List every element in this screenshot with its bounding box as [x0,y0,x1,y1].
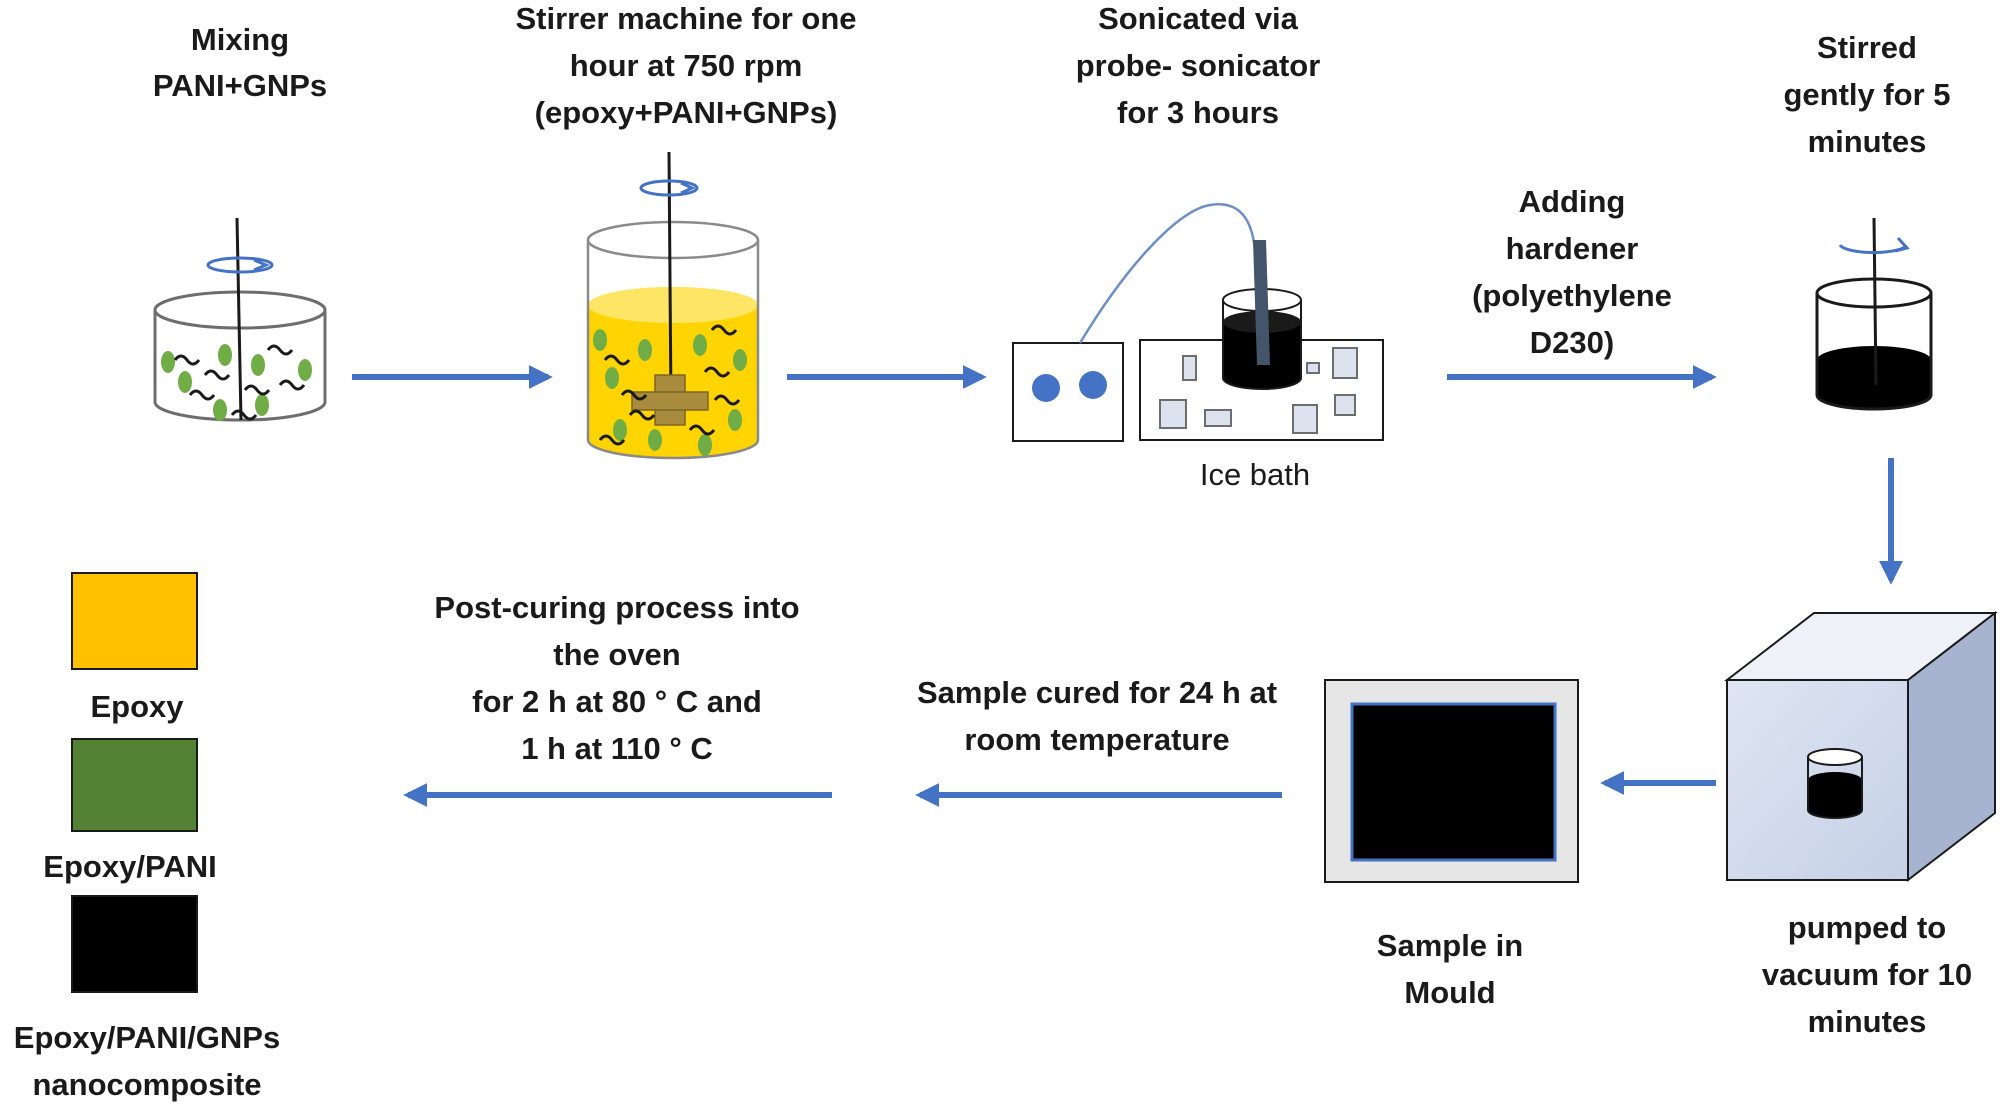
label-postcure: Post-curing process into the oven for 2 … [434,590,799,766]
legend-label-epoxy-pani-gnps: Epoxy/PANI/GNPs [14,1020,280,1055]
svg-text:Sample cured for 24 h at: Sample cured for 24 h at [917,675,1277,710]
stirred-beaker-illustration [1815,217,1933,411]
svg-text:Sample in: Sample in [1377,928,1523,963]
label-stirrer: Stirrer machine for one hour at 750 rpm … [515,1,856,130]
svg-text:1 h at 110 ° C: 1 h at 110 ° C [521,731,713,766]
legend-labels: Epoxy Epoxy/PANI Epoxy/PANI/GNPs nanocom… [14,689,280,1102]
svg-text:gently for 5: gently for 5 [1783,77,1950,112]
label-stirred: Stirred gently for 5 minutes [1783,30,1950,159]
legend-swatch-epoxy [71,572,198,670]
label-mould: Sample in Mould [1377,928,1523,1010]
svg-text:the oven: the oven [553,637,680,672]
svg-text:Mixing: Mixing [191,22,289,57]
label-ice-bath: Ice bath [1200,457,1310,492]
svg-text:pumped to: pumped to [1788,910,1946,945]
svg-text:probe- sonicator: probe- sonicator [1076,48,1321,83]
label-mixing: Mixing PANI+GNPs [153,22,327,103]
svg-text:hardener: hardener [1506,231,1639,266]
legend-label-epoxy-pani: Epoxy/PANI [43,849,216,884]
label-vacuum: pumped to vacuum for 10 minutes [1762,910,1972,1039]
svg-text:hour at 750 rpm: hour at 750 rpm [570,48,803,83]
label-sonicated: Sonicated via probe- sonicator for 3 hou… [1076,1,1321,130]
svg-text:Mould: Mould [1404,975,1495,1010]
svg-text:(epoxy+PANI+GNPs): (epoxy+PANI+GNPs) [535,95,838,130]
svg-text:PANI+GNPs: PANI+GNPs [153,68,327,103]
svg-text:Stirred: Stirred [1817,30,1917,65]
svg-text:room temperature: room temperature [964,722,1229,757]
flow-arrows [352,365,1903,807]
sonicator-control-box [1012,342,1124,442]
stirrer-illustration [586,151,760,460]
svg-text:for 2 h at 80 ° C and: for 2 h at 80 ° C and [472,684,762,719]
vacuum-chamber-illustration [1724,610,1998,883]
svg-text:D230): D230) [1530,325,1614,360]
legend-swatch-epoxy-pani-gnps [71,895,198,993]
svg-text:minutes: minutes [1808,124,1927,159]
svg-text:minutes: minutes [1808,1004,1927,1039]
ice-bath-illustration [1139,240,1384,441]
legend-swatch-epoxy-pani [71,738,198,832]
label-cured: Sample cured for 24 h at room temperatur… [917,675,1277,757]
svg-text:Adding: Adding [1519,184,1626,219]
svg-text:Sonicated via: Sonicated via [1098,1,1299,36]
sonicator-cable [1078,202,1257,344]
legend-label-nanocomposite: nanocomposite [32,1067,261,1102]
legend [71,572,198,993]
mixing-beaker-illustration [153,217,327,422]
svg-text:vacuum for 10: vacuum for 10 [1762,957,1972,992]
svg-text:for 3 hours: for 3 hours [1117,95,1279,130]
svg-text:Post-curing process into: Post-curing process into [434,590,799,625]
svg-text:(polyethylene: (polyethylene [1472,278,1672,313]
mould-illustration [1324,679,1579,883]
legend-label-epoxy: Epoxy [90,689,184,724]
label-hardener: Adding hardener (polyethylene D230) [1472,184,1672,360]
svg-text:Stirrer machine for one: Stirrer machine for one [515,1,856,36]
